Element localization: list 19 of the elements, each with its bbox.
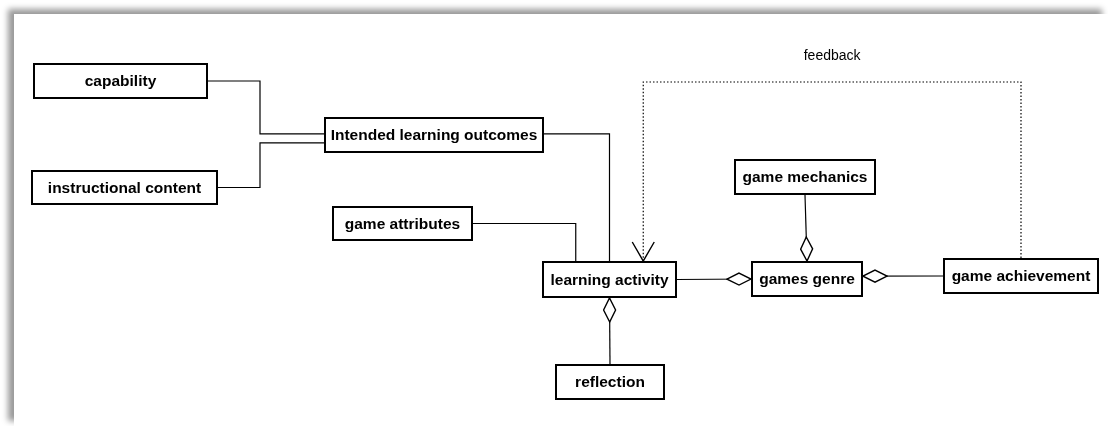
entity-box: reflection <box>555 364 665 400</box>
aggregation-connector <box>862 269 944 283</box>
aggregation-connector <box>676 272 752 286</box>
aggregation-connector <box>602 297 617 365</box>
connector <box>543 133 611 262</box>
entity-box: instructional content <box>31 170 218 205</box>
entity-box: game achievement <box>943 258 1099 294</box>
connector <box>217 142 325 189</box>
edge-label: feedback <box>800 47 864 63</box>
entity-box: game attributes <box>332 206 473 241</box>
entity-box: capability <box>33 63 208 99</box>
aggregation-connector <box>799 194 814 262</box>
entity-box: games genre <box>751 261 863 297</box>
entity-box: game mechanics <box>734 159 876 195</box>
entity-box: Intended learning outcomes <box>324 117 544 153</box>
connector <box>207 80 325 135</box>
connector <box>472 222 577 262</box>
connector <box>631 81 1022 262</box>
entity-box: learning activity <box>542 261 677 298</box>
